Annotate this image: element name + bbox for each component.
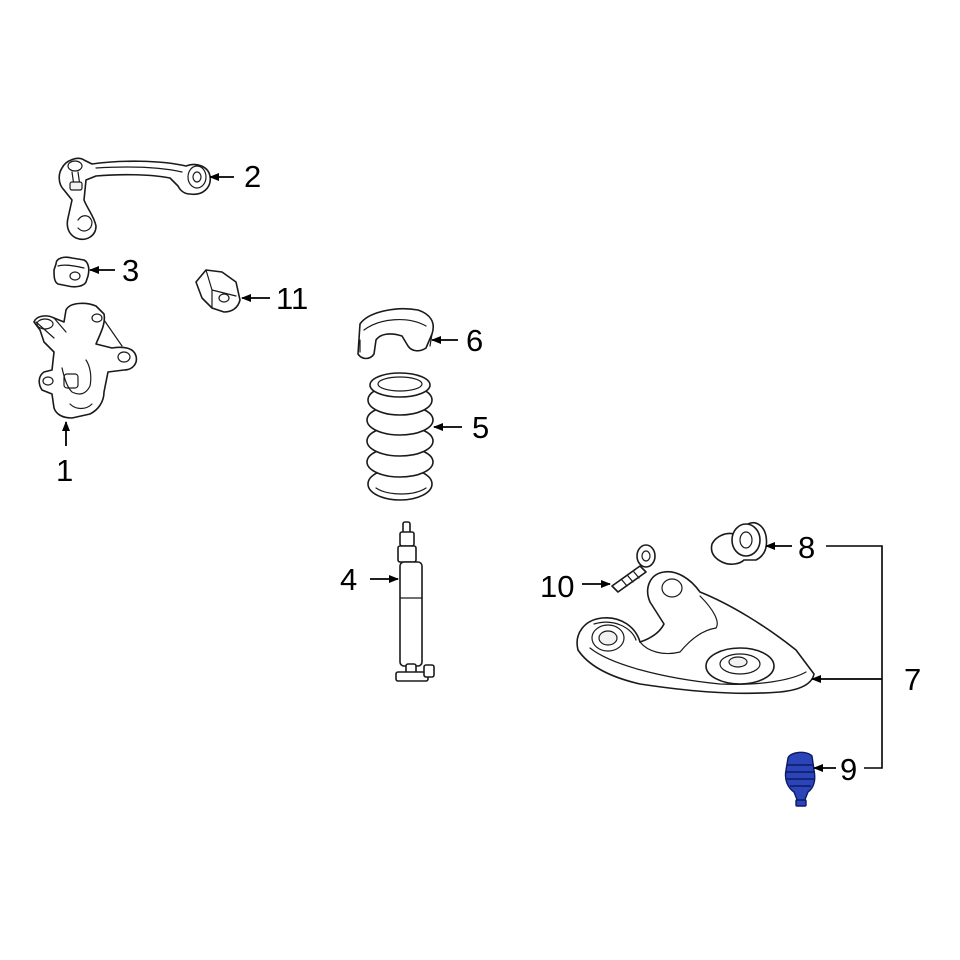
callout-3[interactable]: 3 bbox=[122, 253, 139, 288]
bolt-icon[interactable] bbox=[611, 544, 656, 593]
callout-4[interactable]: 4 bbox=[340, 562, 357, 597]
upper-control-arm-icon[interactable] bbox=[58, 157, 212, 241]
coil-spring-icon[interactable] bbox=[366, 372, 434, 501]
callout-5[interactable]: 5 bbox=[472, 410, 489, 445]
lower-control-arm-icon[interactable] bbox=[576, 570, 815, 695]
steering-knuckle-icon[interactable] bbox=[33, 302, 138, 419]
assembly-bracket bbox=[826, 545, 883, 769]
callout-1[interactable]: 1 bbox=[56, 453, 73, 488]
callout-10[interactable]: 10 bbox=[540, 569, 574, 604]
ball-joint-icon[interactable] bbox=[784, 751, 816, 807]
bushing-icon[interactable] bbox=[710, 521, 768, 565]
leader-lines bbox=[62, 173, 882, 772]
bump-stop-icon[interactable] bbox=[195, 269, 241, 313]
spring-insulator-icon[interactable] bbox=[357, 307, 434, 360]
callout-9[interactable]: 9 bbox=[840, 752, 857, 787]
callout-11[interactable]: 11 bbox=[276, 281, 308, 316]
callout-2[interactable]: 2 bbox=[244, 159, 261, 194]
callout-6[interactable]: 6 bbox=[466, 323, 483, 358]
bushing-icon[interactable] bbox=[53, 256, 90, 288]
callout-8[interactable]: 8 bbox=[798, 530, 815, 565]
callout-7[interactable]: 7 bbox=[904, 662, 921, 697]
shock-absorber-icon[interactable] bbox=[395, 521, 435, 682]
callouts: 2 3 1 11 6 5 4 10 8 7 9 bbox=[56, 159, 921, 787]
